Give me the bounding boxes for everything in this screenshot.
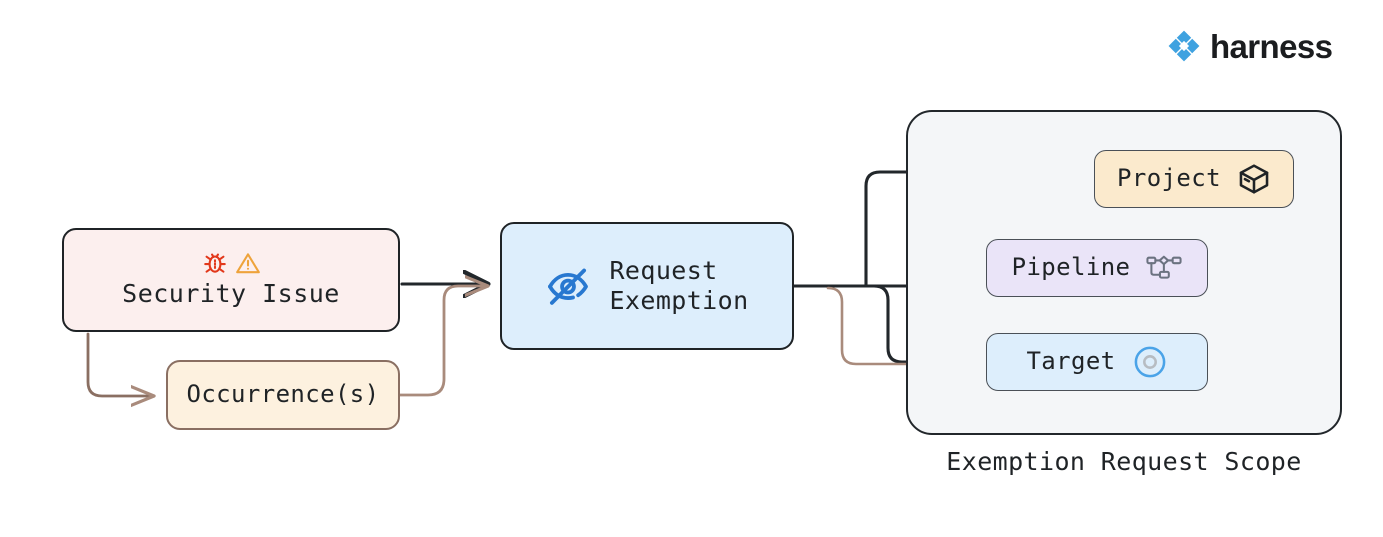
edge-occurrences-to-request [398,286,486,397]
target-circle-icon [1134,346,1165,378]
node-security-issue[interactable]: Security Issue [62,228,400,332]
exemption-request-scope-caption: Exemption Request Scope [946,447,1302,476]
scope-pipeline-label: Pipeline [1011,253,1131,282]
harness-diamond-logo-icon [1168,30,1200,62]
cube-box-icon [1239,164,1269,194]
scope-target-label: Target [1026,347,1116,376]
eye-off-icon [548,268,589,305]
brand-name: harness [1210,27,1333,65]
brand-logo: harness [1166,27,1333,65]
bug-icon [203,253,226,273]
security-issue-label: Security Issue [122,279,340,309]
scope-item-project[interactable]: Project [1094,150,1294,208]
node-occurrences[interactable]: Occurrence(s) [166,360,400,430]
request-exemption-label: Request Exemption [609,255,749,316]
node-request-exemption[interactable]: Request Exemption [500,222,794,350]
pipeline-nodes-icon [1146,255,1182,279]
security-issue-icons [202,250,261,276]
scope-item-pipeline[interactable]: Pipeline [986,239,1208,297]
occurrences-label: Occurrence(s) [186,380,380,409]
scope-project-label: Project [1117,164,1221,193]
edge-security-to-occurrences [86,332,152,396]
warning-triangle-icon [235,253,260,274]
scope-item-target[interactable]: Target [986,333,1208,391]
